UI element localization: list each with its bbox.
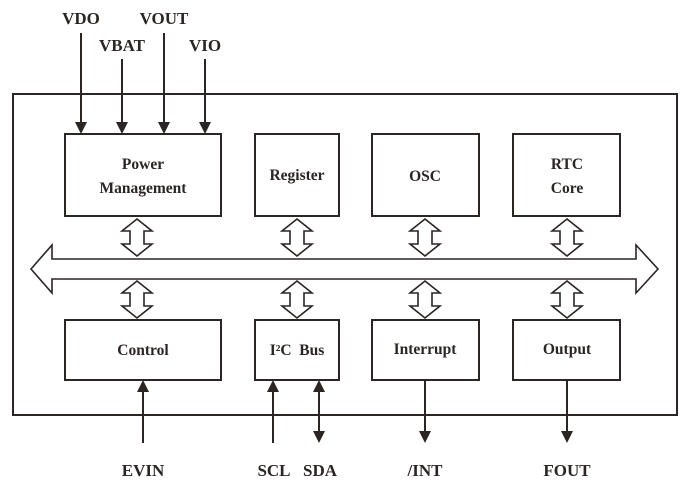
- block-label: Output: [543, 341, 592, 358]
- block-label: I²C Bus: [270, 342, 325, 359]
- pin-arrow-fout: [561, 380, 573, 443]
- bus-connector-control: [119, 279, 155, 320]
- pin-arrow-vio: [199, 59, 211, 134]
- block-label: RTC: [551, 156, 583, 173]
- pin-arrow-scl: [267, 380, 279, 443]
- bus-connectors: [119, 217, 585, 320]
- pin-arrow-vout: [158, 33, 170, 134]
- pin-label-fout: FOUT: [543, 461, 591, 480]
- block-label: Register: [269, 167, 324, 184]
- bus-connector-i2c: [279, 279, 315, 320]
- pin-arrow-vbat: [116, 59, 128, 134]
- pin-label-scl: SCL: [257, 461, 290, 480]
- chip-boundary: [12, 93, 678, 416]
- block-control: Control: [64, 319, 222, 381]
- block-osc: OSC: [371, 133, 480, 217]
- block-power-management: Power Management: [64, 133, 222, 217]
- bus-connector-rtc: [549, 217, 585, 258]
- bus-connector-interrupt: [407, 279, 443, 320]
- pin-label-vout: VOUT: [140, 9, 189, 28]
- pin-label-evin: EVIN: [122, 461, 165, 480]
- bus-connector-osc: [407, 217, 443, 258]
- block-i2c-bus: I²C Bus: [254, 319, 340, 381]
- block-output: Output: [512, 319, 621, 381]
- internal-bus-arrow: [29, 242, 660, 296]
- pin-label-vio: VIO: [189, 36, 221, 55]
- block-register: Register: [254, 133, 340, 217]
- block-label: Interrupt: [394, 341, 458, 358]
- block-label: Core: [551, 180, 584, 197]
- pin-label-vbat: VBAT: [99, 36, 146, 55]
- pin-label-int: /INT: [407, 461, 444, 480]
- pin-arrow-evin: [137, 380, 149, 443]
- pin-arrow-int: [419, 380, 431, 443]
- pin-label-sda: SDA: [303, 461, 338, 480]
- block-label: OSC: [409, 168, 441, 185]
- block-label: Management: [100, 180, 188, 197]
- pin-label-vdo: VDO: [62, 9, 100, 28]
- bus-connector-register: [279, 217, 315, 258]
- pin-arrow-sda: [313, 380, 325, 443]
- block-label: Control: [117, 342, 169, 359]
- bus-connector-power: [119, 217, 155, 258]
- bus-connector-output: [549, 279, 585, 320]
- pin-arrow-vdo: [75, 33, 87, 134]
- block-label: Power: [122, 156, 164, 173]
- block-interrupt: Interrupt: [371, 319, 480, 381]
- block-rtc-core: RTC Core: [512, 133, 621, 217]
